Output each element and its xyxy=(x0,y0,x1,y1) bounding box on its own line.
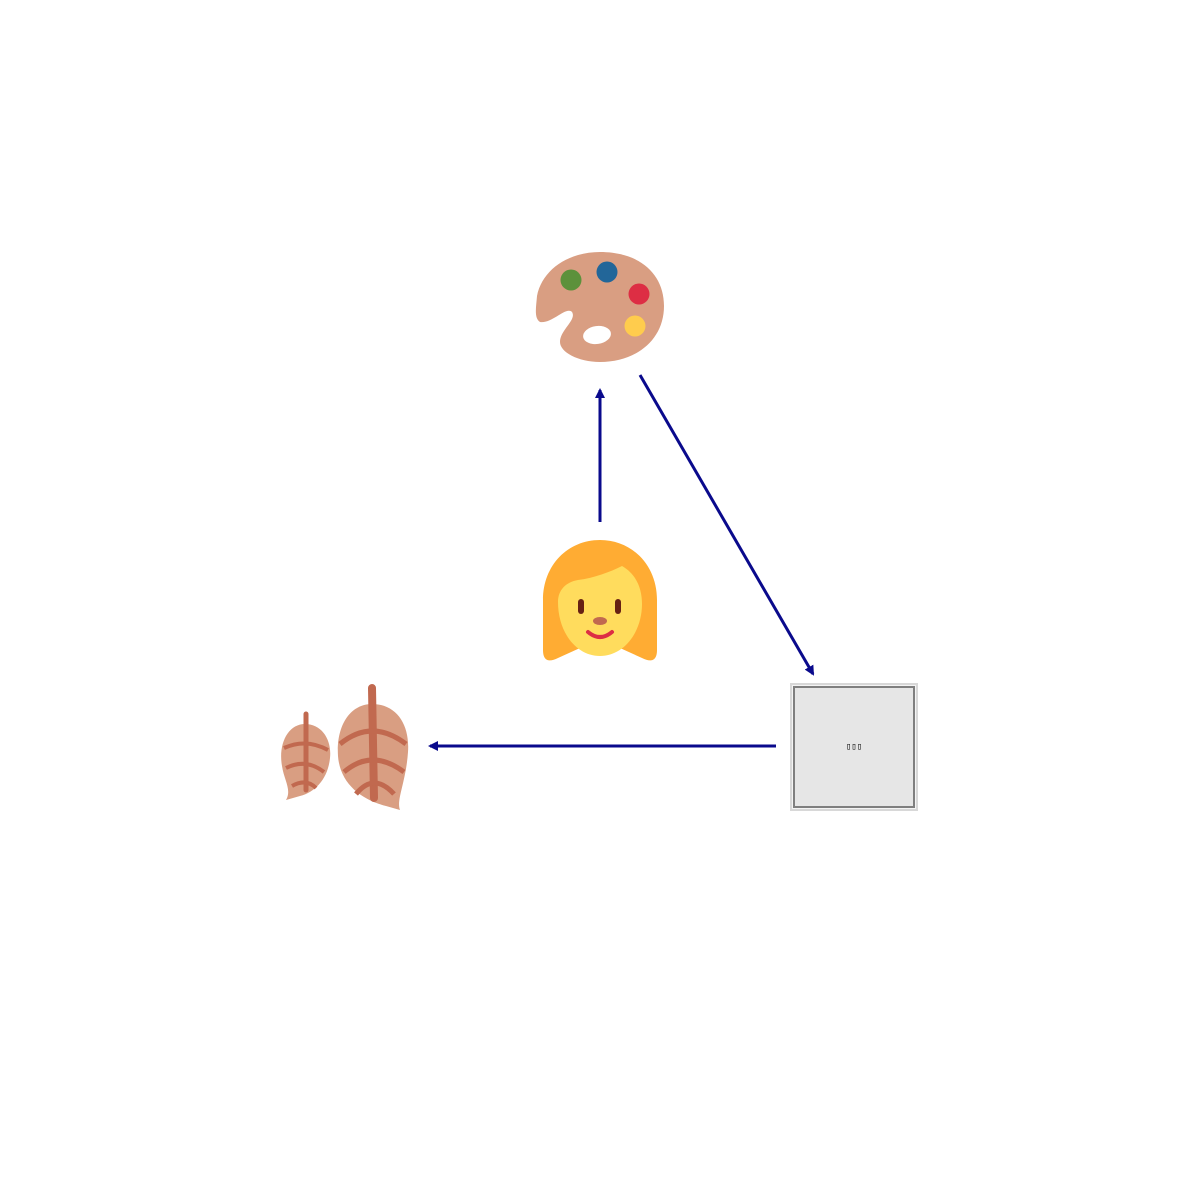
artist-palette-icon xyxy=(535,252,664,362)
edge-palette-to-box xyxy=(638,374,815,676)
edges xyxy=(428,374,815,751)
leaves-icon xyxy=(281,684,409,810)
box-label: ▯▯▯ xyxy=(846,742,862,752)
woman-face-icon xyxy=(543,540,657,661)
missing-glyph-box: ▯▯▯ xyxy=(790,683,918,811)
